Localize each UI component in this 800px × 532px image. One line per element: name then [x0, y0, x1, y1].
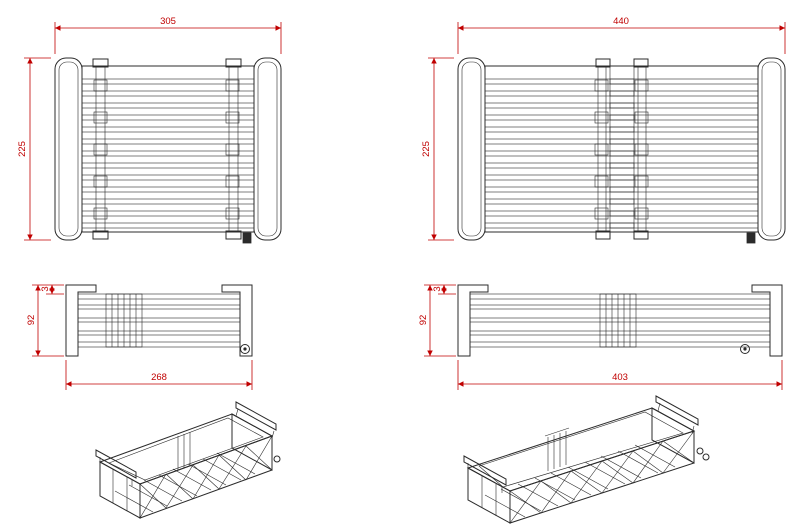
rim-inner	[478, 411, 684, 488]
isometric-view-retracted	[95, 401, 281, 519]
dimension-height: 92	[26, 285, 64, 357]
handle-bar-right	[235, 401, 277, 439]
slide-guides	[93, 65, 240, 233]
top-view-extended: 440 225	[421, 16, 786, 244]
handle-bar-right	[655, 395, 699, 435]
mount-tabs	[595, 58, 649, 240]
handle-right	[253, 57, 282, 241]
end-wall-left	[99, 461, 141, 519]
side-rails	[469, 293, 771, 348]
dimension-lip: 3	[424, 284, 456, 295]
hook-bracket-left	[65, 284, 97, 357]
telescopic-slide	[594, 65, 649, 233]
slide-slats	[177, 432, 191, 470]
drain-plug	[746, 232, 756, 244]
end-wall-right	[651, 407, 695, 464]
mount-tabs	[92, 58, 242, 240]
lip-dimension-label: 3	[432, 286, 443, 291]
depth-dimension-label: 225	[17, 141, 28, 157]
rim-outer	[98, 413, 274, 485]
drain-knob	[273, 455, 281, 463]
dimension-length: 403	[457, 360, 783, 390]
lip-dimension-label: 3	[40, 286, 51, 291]
handle-bar-left	[95, 449, 137, 486]
side-view-extended: 3 92 403	[418, 284, 783, 390]
hook-bracket-left	[457, 284, 489, 357]
end-wall-left	[467, 467, 511, 524]
width-dimension-label: 305	[160, 16, 176, 27]
rim-inner	[108, 417, 264, 481]
handle-bar-left	[463, 455, 507, 493]
dimension-depth: 225	[17, 57, 51, 241]
dimension-width: 440	[457, 16, 786, 54]
top-view-retracted: 305 225	[17, 16, 282, 244]
dimension-length: 268	[65, 360, 253, 390]
handle-left	[457, 57, 486, 241]
drain-plug	[242, 232, 252, 244]
lattice-front-wall	[139, 435, 273, 519]
end-wall-right	[231, 413, 273, 471]
dimension-width: 305	[54, 16, 282, 54]
side-view-retracted: 3 92 268	[26, 284, 253, 390]
depth-dimension-label: 225	[421, 141, 432, 157]
width-dimension-label: 440	[613, 16, 629, 27]
folded-slide-block	[105, 293, 143, 348]
length-dimension-label: 268	[151, 372, 167, 383]
handle-right	[757, 57, 786, 241]
slide-slats	[544, 427, 570, 471]
height-dimension-label: 92	[418, 315, 429, 326]
drain-knobs	[696, 447, 710, 461]
hook-bracket-right	[751, 284, 783, 357]
dimension-lip: 3	[32, 284, 64, 295]
isometric-view-extended	[463, 395, 710, 524]
floor-rods	[114, 452, 256, 513]
height-dimension-label: 92	[26, 315, 37, 326]
drain-knob	[240, 344, 250, 354]
side-rails	[77, 293, 241, 348]
handle-left	[54, 57, 83, 241]
dimension-height: 92	[418, 285, 456, 357]
length-dimension-label: 403	[612, 372, 628, 383]
dimension-depth: 225	[421, 57, 454, 241]
rod-grid	[81, 65, 255, 233]
floor-rods	[484, 444, 676, 518]
drain-knob	[740, 344, 750, 354]
slide-block	[599, 293, 637, 348]
hook-bracket-right	[221, 284, 253, 357]
